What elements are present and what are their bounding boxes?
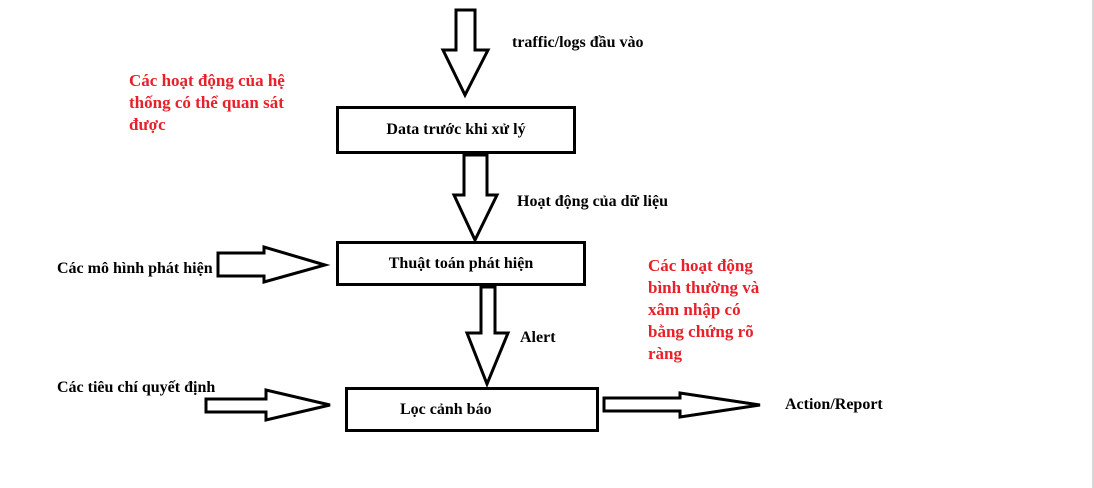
input-label: traffic/logs đầu vào [512, 34, 644, 51]
criteria-label: Các tiêu chí quyết định [57, 379, 216, 396]
models-label: Các mô hình phát hiện [57, 260, 213, 277]
preprocess-to-detect-arrow [451, 153, 500, 244]
preprocess-box: Data trước khi xử lý [336, 106, 576, 154]
input-arrow [440, 8, 491, 99]
detect-to-filter-arrow [464, 285, 511, 389]
preprocess-box-label: Data trước khi xử lý [386, 121, 526, 138]
output-arrow [602, 391, 761, 419]
observable-annotation: Các hoạt động của hệ thống có thể quan s… [129, 71, 285, 134]
criteria-arrow [204, 388, 331, 422]
normal-intrusion-annotation: Các hoạt động bình thường và xâm nhập có… [648, 256, 760, 363]
output-label: Action/Report [785, 396, 883, 413]
alert-label: Alert [520, 329, 556, 346]
data-activity-label: Hoạt động của dữ liệu [517, 193, 668, 210]
filter-box: Lọc cảnh báo [345, 387, 599, 432]
window-edge [1092, 0, 1094, 488]
filter-box-label: Lọc cảnh báo [400, 400, 492, 418]
models-arrow [216, 244, 331, 284]
detect-box-label: Thuật toán phát hiện [388, 254, 534, 272]
detect-box: Thuật toán phát hiện [336, 241, 586, 286]
